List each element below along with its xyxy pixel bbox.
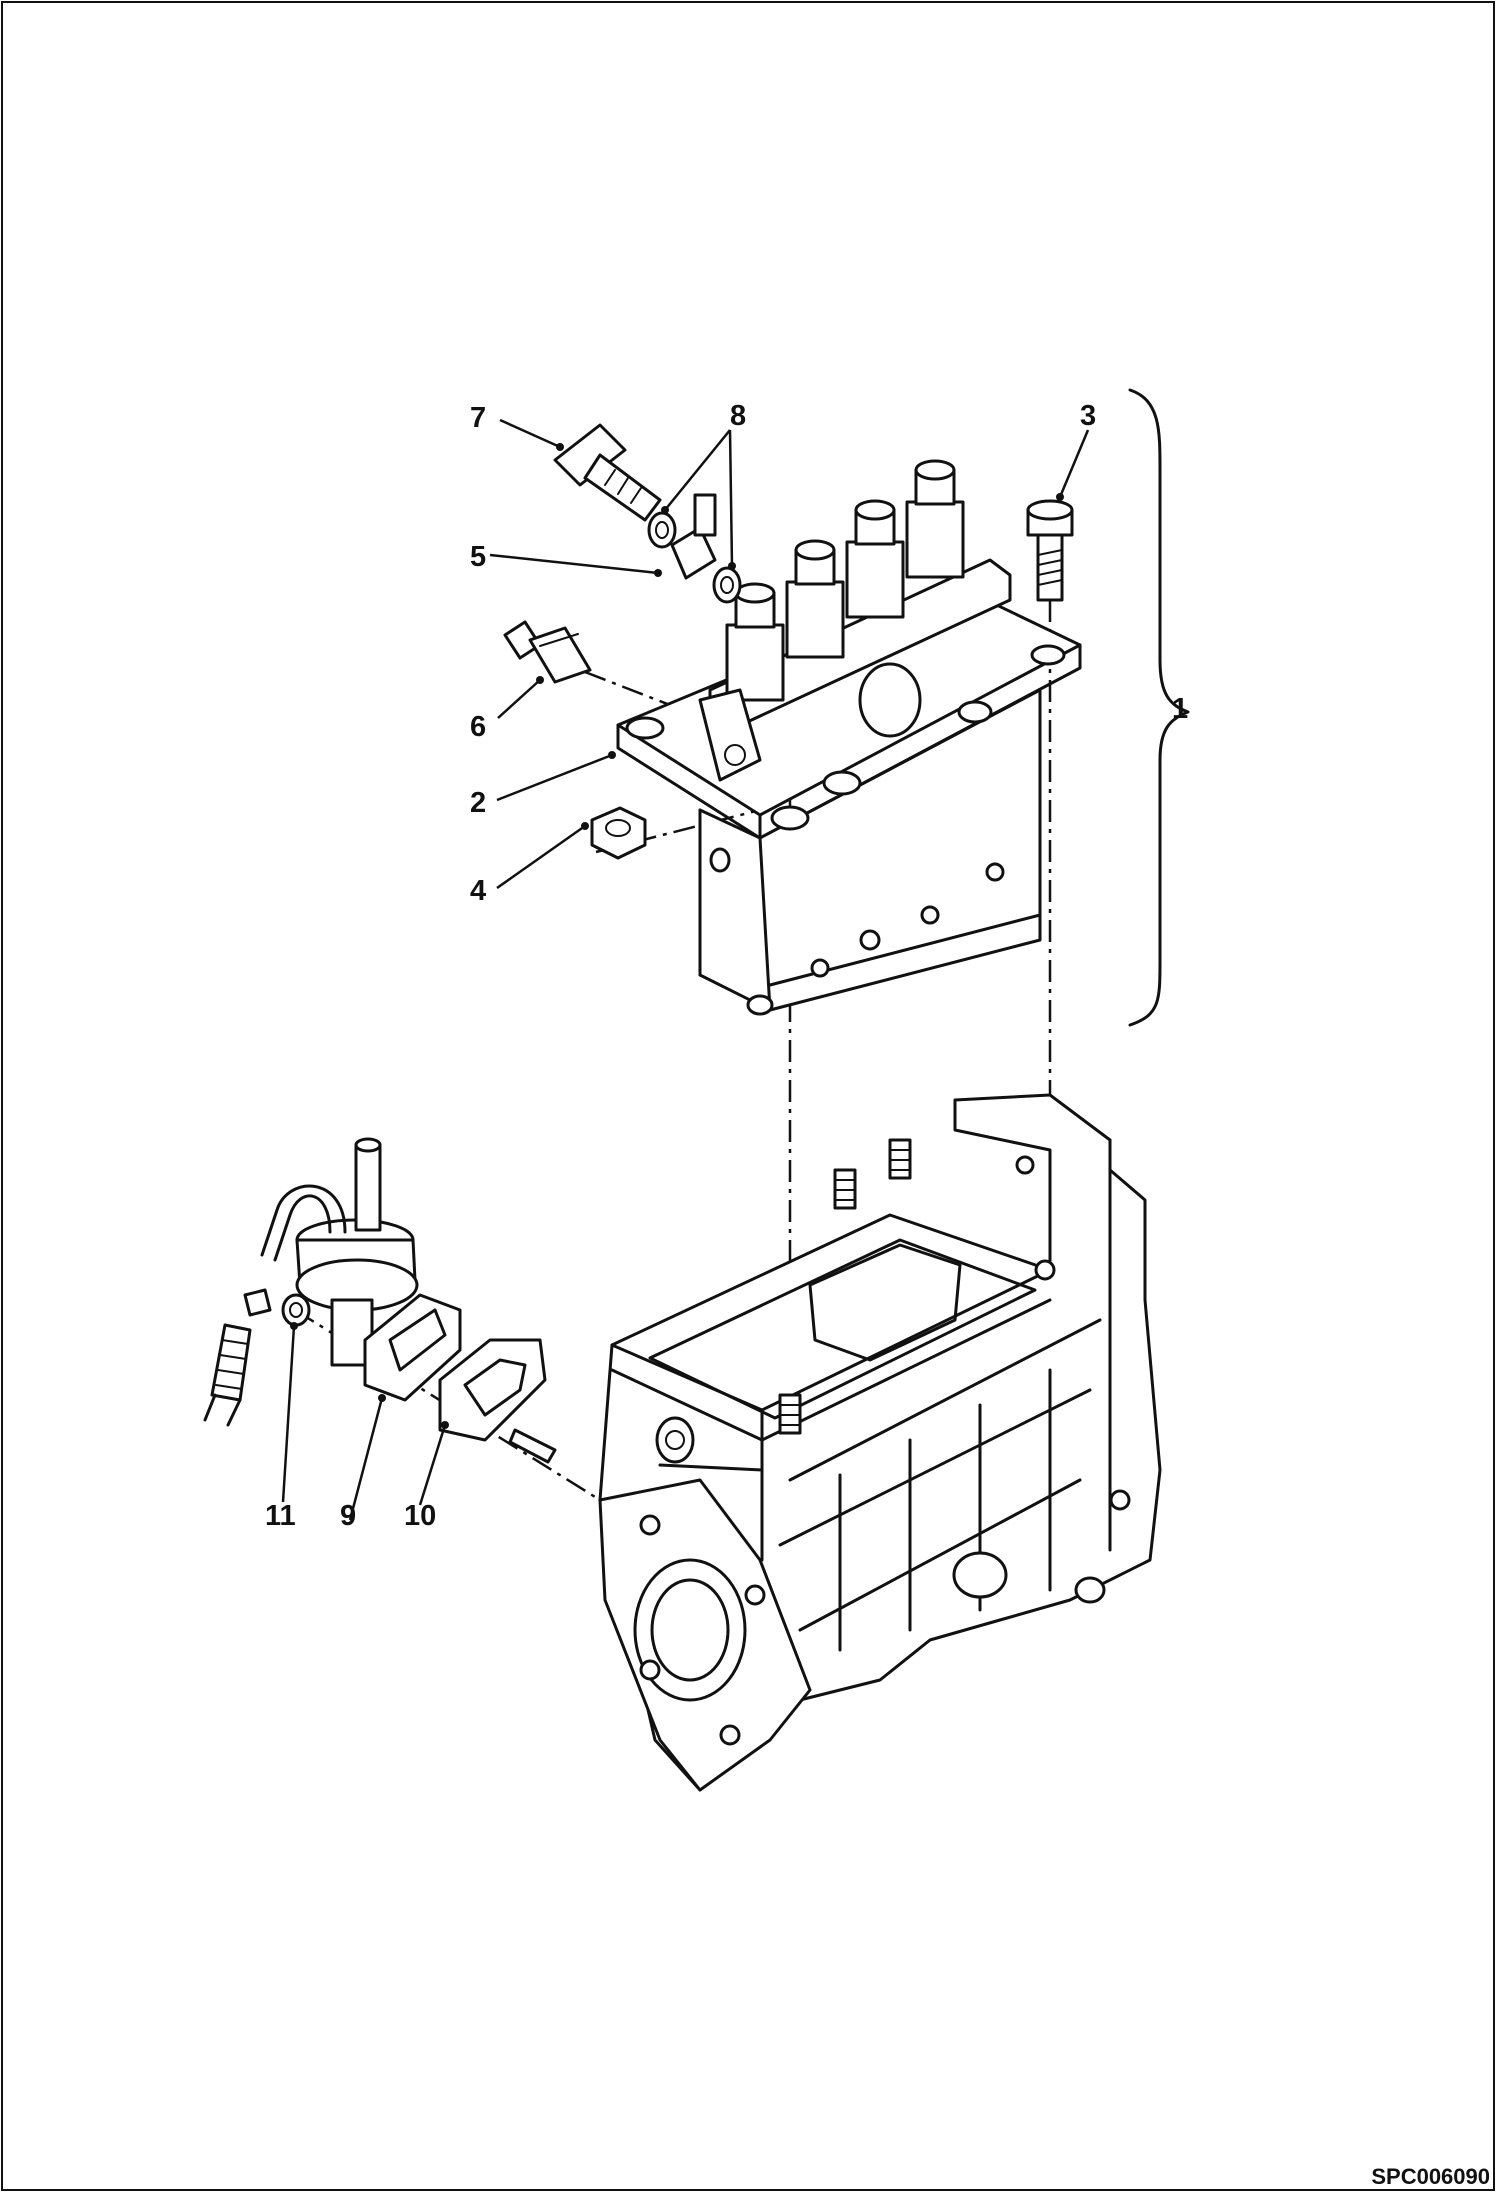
washer-part-11 <box>281 1293 311 1327</box>
pump-gear-case <box>598 1093 1162 1792</box>
injection-pump-assembly <box>616 459 1082 1016</box>
callout-9: 9 <box>340 1500 356 1532</box>
callout-2: 2 <box>470 787 486 819</box>
delivery-valve-holders <box>725 459 965 702</box>
drawing-code: SPC006090 <box>1371 2164 1490 2189</box>
callout-11: 11 <box>265 1500 296 1532</box>
leader-lines <box>281 418 1090 1521</box>
gasket-part-10 <box>438 1338 547 1442</box>
callout-1: 1 <box>1172 693 1188 725</box>
callout-10: 10 <box>404 1500 436 1532</box>
callout-7: 7 <box>470 402 486 434</box>
callout-8: 8 <box>730 400 746 432</box>
stud-and-spring <box>203 1288 557 1464</box>
assembly-brace <box>1128 388 1190 1027</box>
nut-part-4 <box>590 806 647 860</box>
callout-4: 4 <box>470 875 486 907</box>
fitting-part-6 <box>503 620 592 684</box>
callouts: 1 2 3 4 5 6 7 8 9 10 11 <box>265 400 1188 1532</box>
leader-dots <box>290 443 1064 1429</box>
callout-5: 5 <box>470 541 486 573</box>
spacer-part-9 <box>363 1293 462 1402</box>
banjo-bolt-part-7 <box>553 423 662 522</box>
banjo-fitting-part-5 <box>670 493 717 580</box>
callout-3: 3 <box>1080 400 1096 432</box>
feed-pump <box>260 1137 419 1367</box>
bolt-part-3 <box>1026 499 1074 602</box>
gaskets-part-8 <box>647 511 742 604</box>
callout-6: 6 <box>470 711 486 743</box>
